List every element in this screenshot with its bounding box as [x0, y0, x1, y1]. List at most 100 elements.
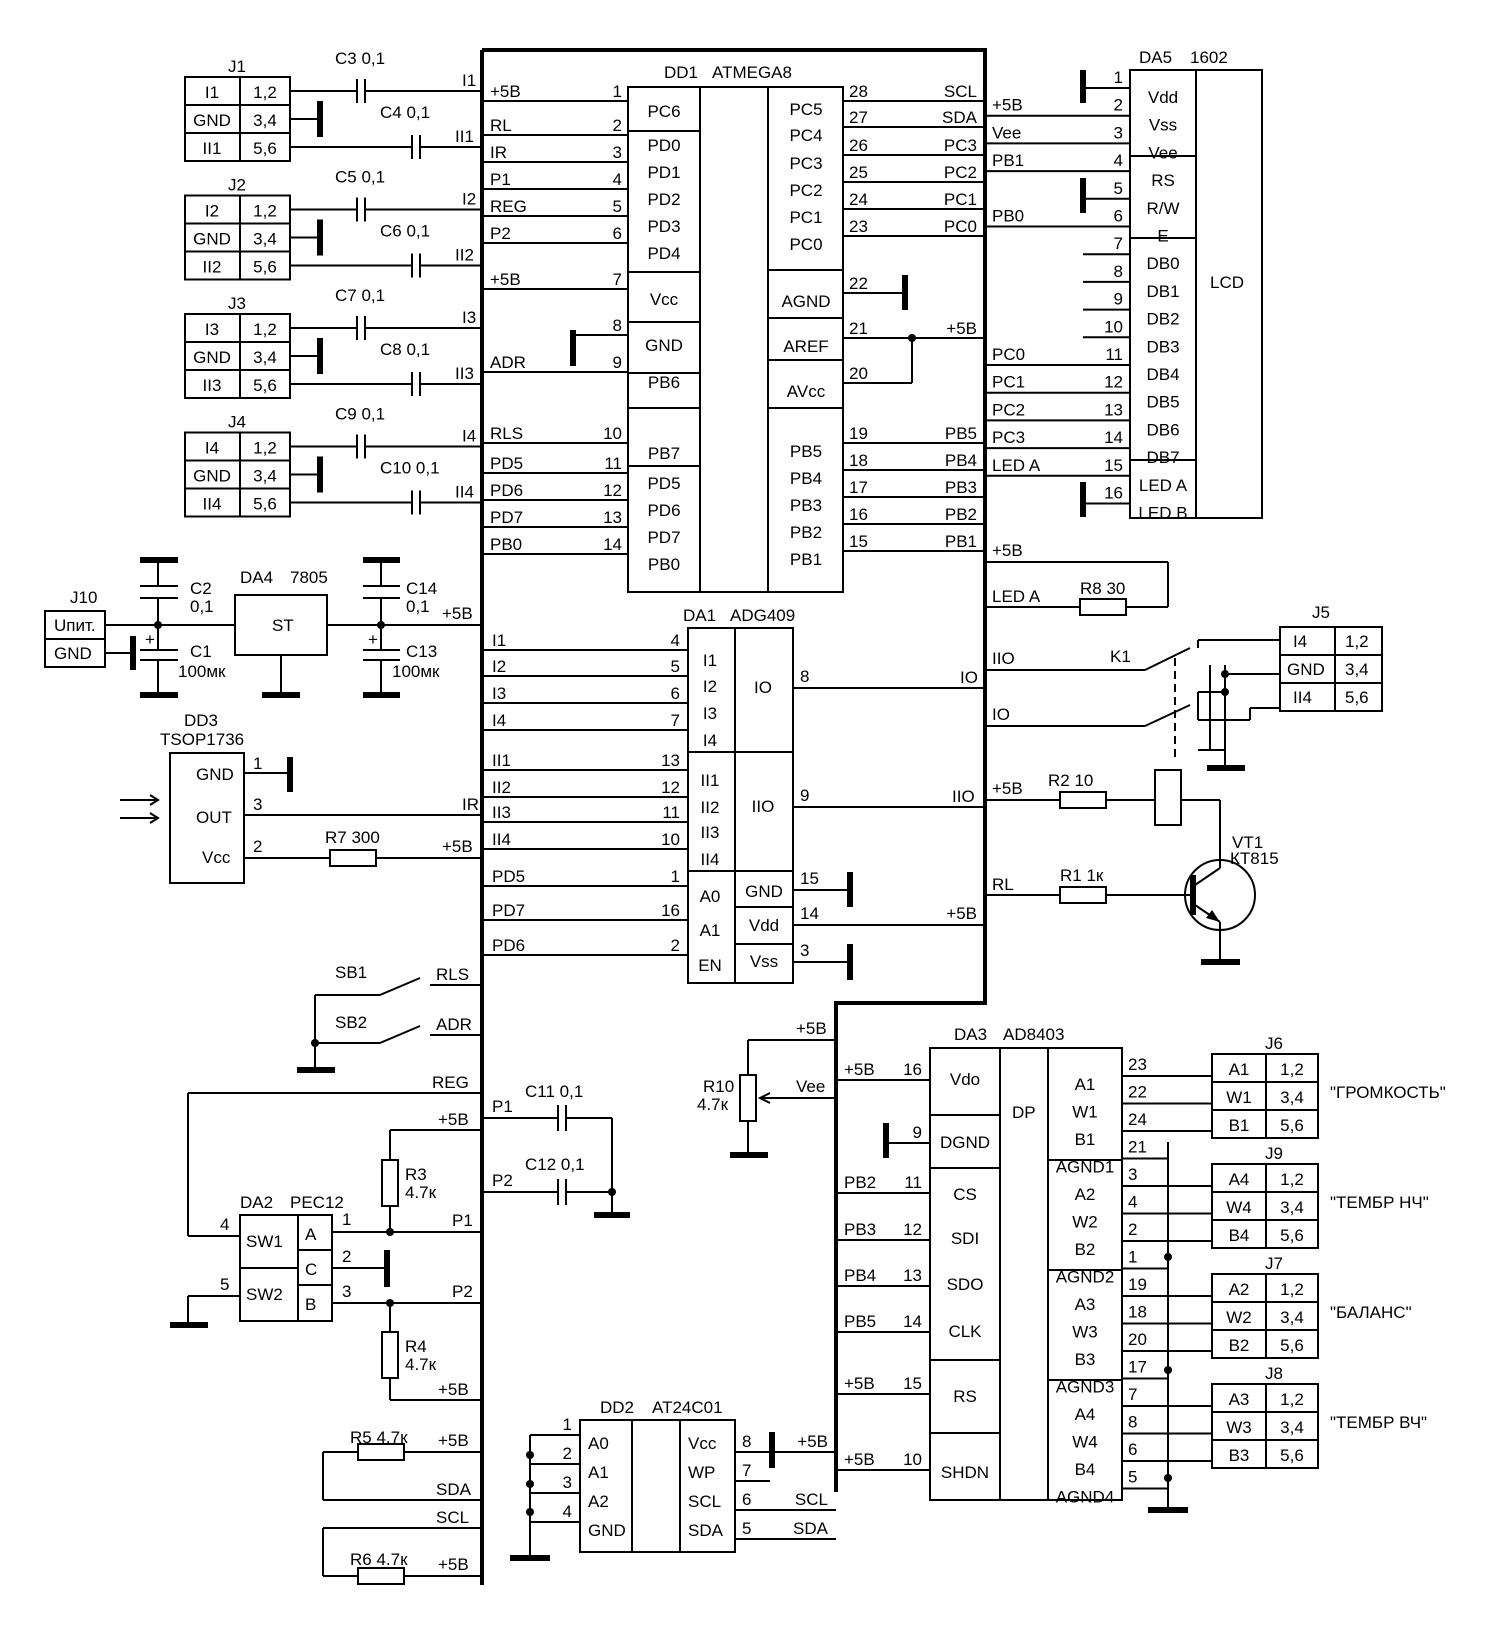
dd1-pin-name: PC3: [789, 154, 822, 173]
svg-text:P1: P1: [492, 1097, 513, 1116]
input-connector-cell: I1: [205, 83, 219, 102]
svg-text:P2: P2: [492, 1171, 513, 1190]
j10-ref: J10: [70, 588, 97, 607]
lcd-pin-num: 3: [1114, 123, 1123, 142]
svg-text:3,4: 3,4: [1345, 660, 1369, 679]
dd1-pin-name: PC2: [789, 181, 822, 200]
da1-net-label: I3: [492, 684, 506, 703]
dd1-pin-num: 3: [613, 143, 622, 162]
da1-pin-num: 7: [671, 711, 680, 730]
da3-pin-name: B2: [1075, 1240, 1096, 1259]
input-net-label: II4: [455, 483, 474, 502]
dd2-pin-name: A2: [588, 1492, 609, 1511]
svg-text:A: A: [305, 1225, 317, 1244]
dd1-pin-num: 25: [849, 163, 868, 182]
da3-pin-num: 16: [903, 1060, 922, 1079]
lcd-net-label: PB1: [992, 151, 1024, 170]
da1-net-label: I2: [492, 657, 506, 676]
main-bus: [480, 48, 987, 1585]
input-connector-cell: 3,4: [253, 467, 277, 486]
dd1-type: ATMEGA8: [712, 63, 792, 82]
lcd-pin-num: 12: [1104, 373, 1123, 392]
k1-label: K1: [1110, 647, 1131, 666]
lcd-net-label: PC3: [992, 428, 1025, 447]
output-connector-caption: "ГРОМКОСТЬ": [1330, 1083, 1446, 1102]
output-connector-cell: 5,6: [1280, 1116, 1304, 1135]
output-connector-ref: J7: [1265, 1254, 1283, 1273]
da1-pin-name: Vdd: [749, 916, 779, 935]
da1-pin-num: 11: [662, 803, 680, 822]
da1-net-label: +5B: [946, 904, 977, 923]
lcd-pin-name: RS: [1151, 171, 1175, 190]
lcd-pin-name: E: [1157, 227, 1168, 246]
dd1-pin-num: 6: [613, 224, 622, 243]
output-connector-cell: B1: [1229, 1116, 1250, 1135]
sb2-label: SB2: [335, 1013, 367, 1032]
output-connector-caption: "ТЕМБР ВЧ": [1330, 1413, 1427, 1432]
da3-pin-num: 3: [1128, 1165, 1137, 1184]
dd1-pin-num: 28: [849, 82, 868, 101]
da3-pin-num: 7: [1128, 1385, 1137, 1404]
dd1-net-label: RLS: [490, 424, 523, 443]
vt1-type: КТ815: [1230, 849, 1279, 868]
dd1-pin-name: PD2: [647, 190, 680, 209]
da3-pin-num: 2: [1128, 1220, 1137, 1239]
dd2-pin-num: 3: [563, 1473, 572, 1492]
r1-label: R1 1к: [1060, 866, 1104, 885]
svg-text:+5B: +5B: [438, 1380, 469, 1399]
svg-text:C: C: [305, 1260, 317, 1279]
input-coupling-cap-label: C3 0,1: [335, 49, 385, 68]
input-net-label: II2: [455, 246, 474, 265]
da3-pin-name: B1: [1075, 1130, 1096, 1149]
dd1-net-label: PB0: [490, 535, 522, 554]
da3-pin-num: 18: [1128, 1303, 1147, 1322]
output-connector-cell: 3,4: [1280, 1418, 1304, 1437]
svg-text:4: 4: [220, 1215, 229, 1234]
input-coupling-cap-label: C4 0,1: [380, 103, 430, 122]
output-connector-cell: A2: [1229, 1280, 1250, 1299]
da3-pin-name: AGND3: [1056, 1378, 1115, 1397]
dd1-pin-name: PC6: [647, 102, 680, 121]
svg-text:1: 1: [342, 1210, 351, 1229]
output-connector-cell: B2: [1229, 1336, 1250, 1355]
dd1-pin-num: 9: [613, 353, 622, 372]
da3-pin-num: 10: [903, 1450, 922, 1469]
da3-pin-name: A1: [1075, 1075, 1096, 1094]
dd1-pin-num: 10: [603, 424, 622, 443]
da3-ref: DA3: [954, 1025, 987, 1044]
c2-ref: C2: [190, 579, 212, 598]
output-connector-cell: A4: [1229, 1170, 1250, 1189]
da1-pin-num: 15: [800, 869, 819, 888]
lcd-net-label: PC0: [992, 345, 1025, 364]
da3-pin-num: 5: [1128, 1468, 1137, 1487]
r6-label: R6 4.7к: [350, 1550, 408, 1569]
svg-text:IO: IO: [992, 705, 1010, 724]
da3-pin-name: AGND2: [1056, 1268, 1115, 1287]
lcd-net-label: PC2: [992, 400, 1025, 419]
da3-pin-name: AGND4: [1056, 1488, 1115, 1507]
dd2-pin-name: A0: [588, 1434, 609, 1453]
pullups: R5 4.7к +5B SDA SCL R6 4.7к +5B: [322, 1428, 482, 1585]
dd1-net-label: RL: [490, 116, 512, 135]
da2-type: PEC12: [290, 1193, 344, 1212]
dd1-pin-name: PD5: [647, 474, 680, 493]
dd1-pin-num: 19: [849, 424, 868, 443]
output-connector-cell: 1,2: [1280, 1060, 1304, 1079]
lcd-pin-num: 15: [1104, 456, 1123, 475]
dd2-pin-num: 8: [742, 1432, 751, 1451]
svg-text:IIO: IIO: [952, 787, 975, 806]
dd1-pin-num: 27: [849, 108, 868, 127]
da1-pin-name: I4: [703, 731, 717, 750]
dd1-net-label: +5B: [490, 82, 521, 101]
lcd-pin-num: 1: [1114, 68, 1123, 87]
dd1-pin-name: AVcc: [787, 382, 826, 401]
da3-pin-name: A3: [1075, 1295, 1096, 1314]
input-connector-cell: II2: [203, 258, 222, 277]
svg-text:+5B: +5B: [992, 779, 1023, 798]
da1-ref: DA1: [683, 606, 716, 625]
lcd-pin-name: DB3: [1146, 337, 1179, 356]
svg-text:1,2: 1,2: [1345, 632, 1369, 651]
da2-ref: DA2: [240, 1193, 273, 1212]
dd3-pin-gnd: GND: [196, 765, 234, 784]
